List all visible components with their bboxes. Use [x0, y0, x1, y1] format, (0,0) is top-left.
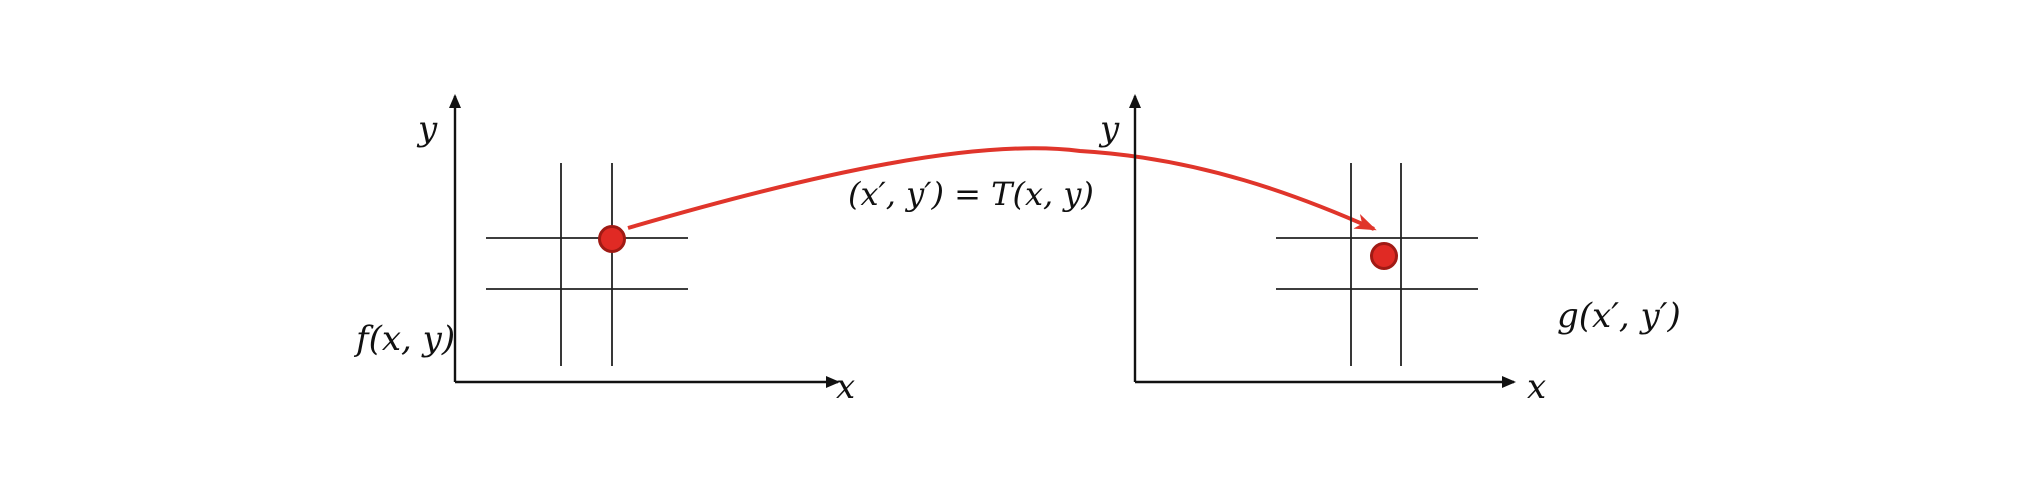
- left-x-axis-label: x: [836, 367, 855, 407]
- transform-arrow: [627, 146, 1377, 231]
- source-point: [598, 225, 626, 253]
- right-x-axis-label: x: [1527, 367, 1546, 407]
- transform-equation: (x′, y′) = T(x, y): [848, 175, 1094, 213]
- left-plot: y x f(x, y): [353, 94, 855, 407]
- transform-mapping: (x′, y′) = T(x, y): [627, 146, 1377, 231]
- left-function-label: f(x, y): [353, 319, 455, 359]
- right-y-axis-label: y: [1098, 109, 1120, 149]
- right-pixel-grid: [1276, 163, 1478, 366]
- right-plot: y x g(x′, y′): [1098, 94, 1681, 407]
- left-pixel-grid: [486, 163, 688, 366]
- target-point: [1370, 242, 1398, 270]
- left-y-axis-label: y: [416, 109, 438, 149]
- right-function-label: g(x′, y′): [1557, 296, 1681, 336]
